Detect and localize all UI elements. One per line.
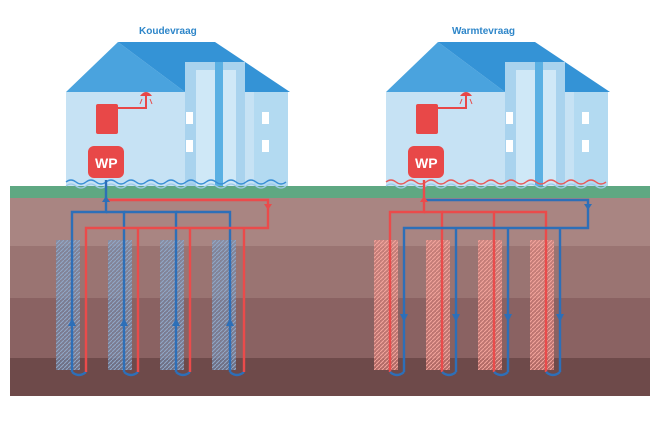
wp-label-left: WP — [95, 155, 118, 171]
borehole-fields-left — [56, 240, 236, 370]
boiler-icon-right — [416, 104, 438, 134]
pipes-right — [388, 180, 592, 377]
shower-icon — [140, 92, 152, 96]
panel-title-left: Koudevraag — [139, 26, 197, 37]
heat-pump-left: WP — [88, 146, 124, 178]
borehole-fields-right — [374, 240, 554, 370]
shower-icon-right — [460, 92, 472, 96]
heat-pump-right: WP — [408, 146, 444, 178]
pipes-left — [68, 180, 272, 377]
wp-label-right: WP — [415, 155, 438, 171]
boiler-icon — [96, 104, 118, 134]
grass-strip — [10, 186, 650, 198]
panel-title-right: Warmtevraag — [452, 26, 515, 37]
